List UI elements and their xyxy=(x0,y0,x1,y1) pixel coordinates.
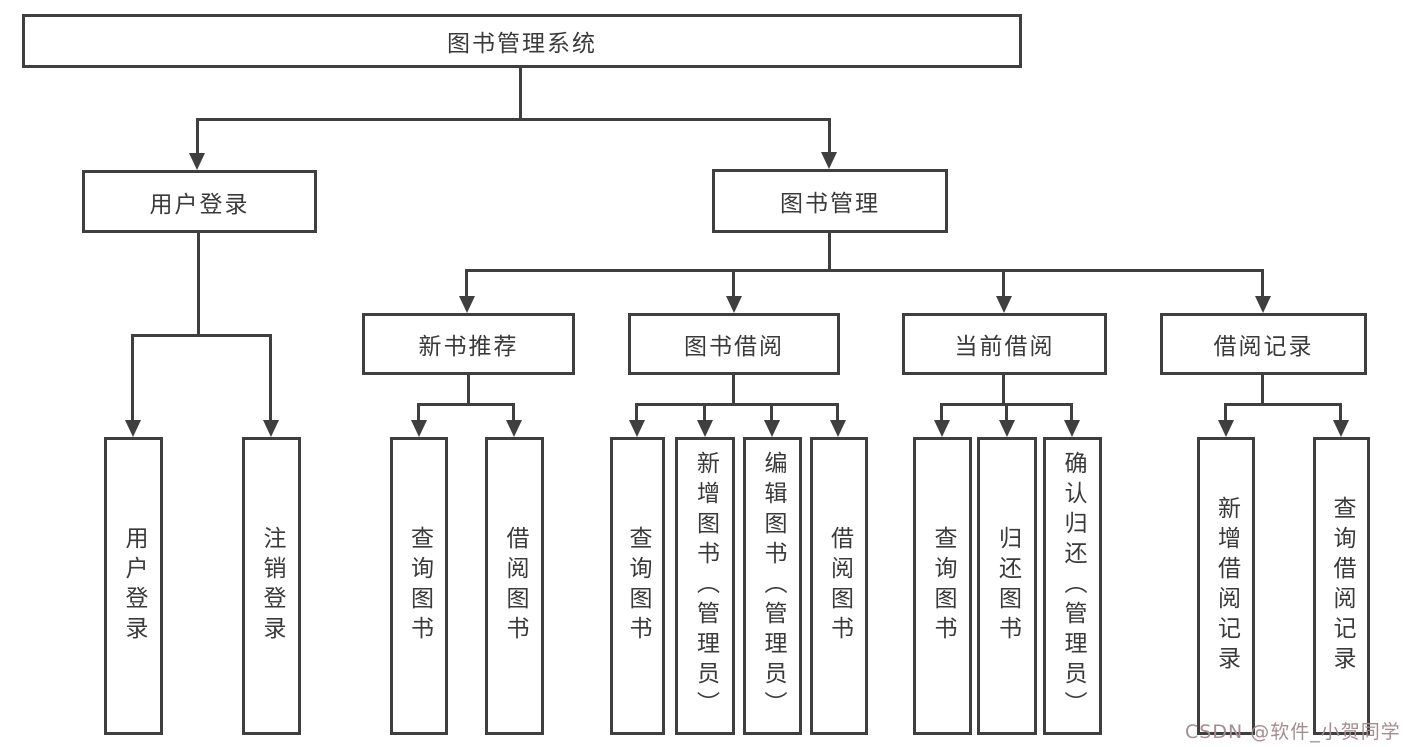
leaf-recommend-query-books: 查询图书 xyxy=(390,437,448,735)
connector-line xyxy=(1261,375,1264,406)
arrow-down-icon xyxy=(506,420,522,437)
connector-line xyxy=(196,118,199,154)
connector-line xyxy=(836,403,839,422)
connector-line xyxy=(417,403,515,406)
leaf-records-add-record: 新增借阅记录 xyxy=(1197,437,1255,735)
connector-line xyxy=(1224,403,1227,422)
connector-line xyxy=(196,118,831,121)
leaf-user-login: 用户登录 xyxy=(104,437,163,735)
arrow-down-icon xyxy=(125,420,141,437)
node-root: 图书管理系统 xyxy=(22,14,1022,68)
connector-line xyxy=(828,233,831,272)
leaf-recommend-borrow-books: 借阅图书 xyxy=(485,437,544,735)
node-user-login: 用户登录 xyxy=(82,170,317,233)
connector-line xyxy=(131,334,272,337)
arrow-down-icon xyxy=(934,420,950,437)
arrow-down-icon xyxy=(411,420,427,437)
leaf-borrow-add-books: 新增图书（管理员） xyxy=(675,437,735,735)
node-book-management: 图书管理 xyxy=(712,169,948,233)
connector-line xyxy=(465,269,1264,272)
leaf-current-confirm-return: 确认归还（管理员） xyxy=(1043,437,1102,735)
node-new-book-recommend: 新书推荐 xyxy=(362,313,575,375)
connector-line xyxy=(828,118,831,154)
leaf-logout: 注销登录 xyxy=(242,437,301,735)
node-book-borrow: 图书借阅 xyxy=(628,313,840,375)
connector-line xyxy=(770,403,773,422)
arrow-down-icon xyxy=(189,153,205,170)
connector-line xyxy=(465,269,468,298)
connector-line xyxy=(467,375,470,406)
connector-line xyxy=(1002,269,1005,298)
connector-line xyxy=(1261,269,1264,298)
arrow-down-icon xyxy=(999,420,1015,437)
connector-line xyxy=(131,334,134,422)
leaf-borrow-query-books: 查询图书 xyxy=(610,437,665,735)
leaf-records-query-record: 查询借阅记录 xyxy=(1313,437,1370,735)
connector-line xyxy=(703,403,706,422)
connector-line xyxy=(940,403,943,422)
connector-line xyxy=(417,403,420,422)
leaf-current-return-books: 归还图书 xyxy=(977,437,1037,735)
connector-line xyxy=(197,233,200,336)
connector-line xyxy=(1224,403,1342,406)
leaf-current-query-books: 查询图书 xyxy=(913,437,972,735)
arrow-down-icon xyxy=(263,420,279,437)
connector-line xyxy=(512,403,515,422)
arrow-down-icon xyxy=(459,296,475,313)
arrow-down-icon xyxy=(1255,296,1271,313)
connector-line xyxy=(1002,375,1005,406)
connector-line xyxy=(1005,403,1008,422)
csdn-watermark: CSDN @软件_小贺同学 xyxy=(1185,721,1401,743)
arrow-down-icon xyxy=(1064,420,1080,437)
connector-line xyxy=(732,269,735,298)
arrow-down-icon xyxy=(996,296,1012,313)
arrow-down-icon xyxy=(726,296,742,313)
connector-line xyxy=(519,68,522,120)
connector-line xyxy=(1339,403,1342,422)
arrow-down-icon xyxy=(821,152,837,169)
arrow-down-icon xyxy=(1218,420,1234,437)
arrow-down-icon xyxy=(697,420,713,437)
connector-line xyxy=(1070,403,1073,422)
connector-line xyxy=(732,375,735,406)
arrow-down-icon xyxy=(629,420,645,437)
arrow-down-icon xyxy=(1333,420,1349,437)
connector-line xyxy=(635,403,638,422)
node-current-borrow: 当前借阅 xyxy=(902,313,1107,375)
leaf-borrow-borrow-books: 借阅图书 xyxy=(810,437,868,735)
node-borrow-records: 借阅记录 xyxy=(1160,313,1367,375)
arrow-down-icon xyxy=(830,420,846,437)
leaf-borrow-edit-books: 编辑图书（管理员） xyxy=(743,437,802,735)
connector-line xyxy=(635,403,839,406)
arrow-down-icon xyxy=(764,420,780,437)
connector-line xyxy=(269,334,272,422)
